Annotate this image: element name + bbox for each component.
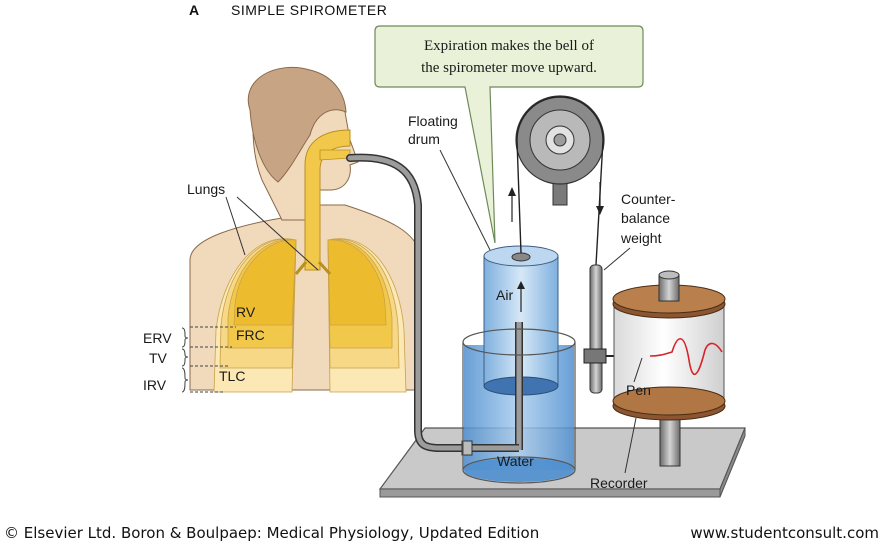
lungs bbox=[213, 238, 407, 393]
label-irv: IRV bbox=[143, 377, 167, 393]
volume-brackets bbox=[190, 326, 236, 393]
counterbalance-weight bbox=[589, 264, 603, 394]
label-counterbalance-2: balance bbox=[621, 210, 670, 226]
label-rv: RV bbox=[236, 304, 256, 320]
footer-copyright: © Elsevier Ltd. Boron & Boulpaep: Medica… bbox=[4, 524, 539, 542]
down-arrow bbox=[596, 206, 604, 215]
pulley bbox=[515, 95, 605, 206]
label-tlc: TLC bbox=[219, 368, 245, 384]
recorder-drum bbox=[612, 270, 726, 467]
label-pen: Pen bbox=[626, 382, 651, 398]
footer-website: www.studentconsult.com bbox=[690, 524, 879, 542]
tube-connector bbox=[461, 440, 473, 456]
up-arrow bbox=[508, 187, 516, 196]
label-counterbalance-3: weight bbox=[620, 230, 662, 246]
label-tv: TV bbox=[149, 350, 168, 366]
label-lungs: Lungs bbox=[187, 181, 225, 197]
label-water: Water bbox=[497, 453, 534, 469]
label-frc: FRC bbox=[236, 327, 265, 343]
label-floating-drum-2: drum bbox=[408, 131, 440, 147]
callout-bubble: Expiration makes the bell of the spirome… bbox=[374, 25, 644, 244]
label-counterbalance-1: Counter- bbox=[621, 191, 676, 207]
callout-line-2: the spirometer move upward. bbox=[421, 60, 597, 76]
label-floating-drum-1: Floating bbox=[408, 113, 458, 129]
hair bbox=[247, 66, 347, 183]
label-air: Air bbox=[496, 287, 513, 303]
pen-trace bbox=[649, 337, 723, 376]
label-recorder: Recorder bbox=[590, 475, 648, 491]
figure-title: SIMPLE SPIROMETER bbox=[231, 2, 387, 18]
figure-letter: A bbox=[189, 2, 199, 18]
label-erv: ERV bbox=[143, 330, 172, 346]
pulley-cable bbox=[516, 96, 604, 266]
callout-line-1: Expiration makes the bell of bbox=[424, 38, 594, 54]
airway bbox=[304, 129, 351, 271]
